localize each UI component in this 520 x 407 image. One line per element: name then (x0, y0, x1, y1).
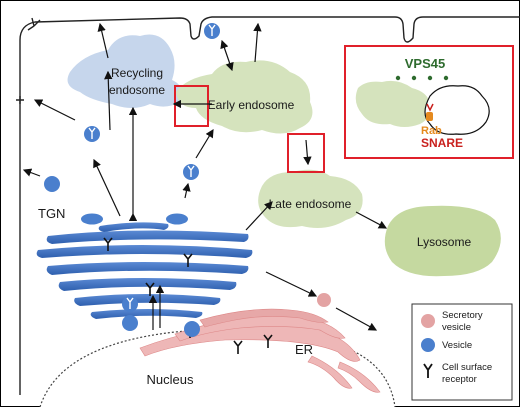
legend-item-receptor-line2: receptor (442, 374, 477, 385)
recycling-endosome-label-1: Recycling (111, 66, 163, 80)
inset-endosome-outline (424, 85, 490, 135)
legend-item-vesicle-line1: Vesicle (442, 340, 472, 351)
tgn-vesicles (81, 213, 188, 225)
inset-endosome-green (355, 80, 431, 127)
snare-complex-icon (426, 103, 434, 112)
early-late-fusion-box (287, 133, 325, 173)
inset-title: VPS45 (405, 56, 445, 71)
legend-item-secretory-line2: vesicle (442, 322, 471, 333)
vesicle-receptor-icon (88, 24, 216, 309)
rab-protein-icon (426, 112, 433, 121)
lysosome-label: Lysosome (417, 235, 472, 249)
late-endosome-label: Late endosome (269, 197, 352, 211)
secretory-vesicle (317, 293, 331, 307)
golgi-receptor-icon (103, 237, 193, 296)
early-endosome (176, 60, 313, 134)
legend-secretory-swatch (421, 314, 435, 328)
membrane-receptor-icon (16, 17, 41, 104)
legend-receptor-icon (423, 363, 433, 378)
late-endosome (258, 169, 363, 228)
inset-snare-label: SNARE (421, 136, 463, 150)
plasma-membrane (19, 16, 520, 395)
tgn-label: TGN (38, 206, 65, 221)
lysosome (384, 205, 501, 277)
legend-item-secretory-line1: Secretory (442, 310, 483, 321)
er-label: ER (295, 342, 313, 357)
legend-vesicle-swatch (421, 338, 435, 352)
early-endosome-label: Early endosome (208, 98, 295, 112)
vesicles (44, 23, 220, 337)
legend-item-receptor-line1: Cell surface (442, 362, 492, 373)
recycling-endosome-label-2: endosome (109, 83, 165, 97)
vps45-dots (395, 75, 449, 81)
transport-arrows (22, 22, 388, 331)
recycling-endosome (67, 34, 182, 108)
inset-rab-label: Rab (421, 125, 442, 137)
nucleus-label: Nucleus (147, 372, 194, 387)
